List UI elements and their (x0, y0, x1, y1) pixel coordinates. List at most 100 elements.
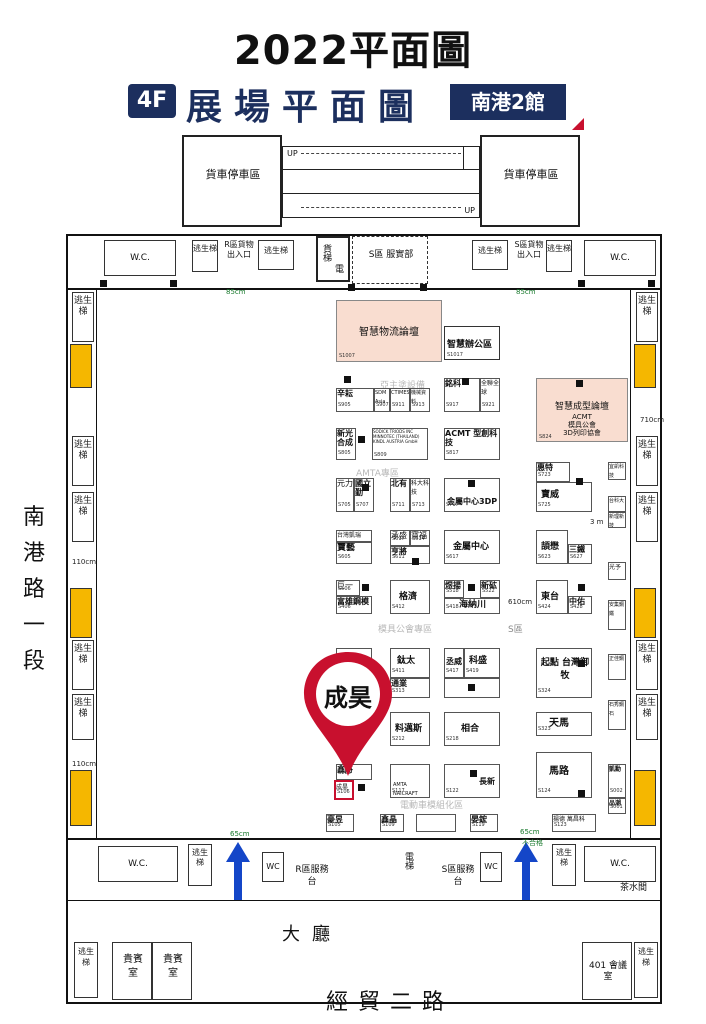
booth-name: 正佳鋼 (609, 656, 625, 662)
booth-num: S406 (338, 604, 351, 610)
booth-num: S617 (392, 536, 405, 542)
stair-south-2-label: 逃生梯 (556, 848, 572, 867)
stair-north-r2: 逃生梯 (546, 240, 572, 272)
booth-num: S106 (337, 789, 350, 795)
stair-right-2-label: 逃生梯 (637, 440, 656, 461)
booth-name: 承盛 (391, 531, 407, 540)
booth-name: 馬路 (549, 766, 569, 777)
dim-110-a: 110cm (72, 558, 97, 566)
dim-110-b: 110cm (72, 760, 97, 768)
stair-left-5-label: 逃生梯 (73, 698, 92, 719)
wc-south-small-1: WC (262, 852, 284, 882)
pillar (576, 478, 583, 485)
stair-left-2: 逃生梯 (72, 436, 94, 486)
dim-85-right: 85cm (516, 288, 536, 296)
booth: 銘科 S917 (444, 378, 480, 412)
stair-right-4: 逃生梯 (636, 640, 658, 690)
freight-elevator-label: 貨梯 (321, 244, 331, 262)
stair-south-1-label: 逃生梯 (192, 848, 208, 867)
booth-num: S917 (446, 402, 459, 408)
hall-badge: 南港2館 (450, 84, 566, 120)
not-fit-label: 不合格 (522, 839, 543, 847)
booth-name: 新光合成 (337, 429, 353, 447)
ramp: UP UP (282, 146, 480, 218)
booth-num: S122 (446, 788, 459, 794)
south-wall (66, 1002, 662, 1004)
molding-forum: 智慧成型論壇 ACMT 模具公會 3D列印協會 S824 (536, 378, 628, 442)
wc-south-small-2-label: WC (484, 862, 498, 871)
pillar (348, 284, 355, 291)
booth-num: S711 (392, 502, 405, 508)
pillar (362, 484, 369, 491)
wc-north-left: W.C. (104, 240, 176, 276)
stair-north-l2-label: 逃生梯 (264, 246, 288, 255)
booth-name: 安集鋼鐵 (609, 602, 625, 617)
stair-right-1-label: 逃生梯 (637, 296, 656, 317)
stair-north-l1-label: 逃生梯 (193, 244, 217, 253)
entrance-arrow-icon (514, 842, 538, 900)
booth: SODICK TRIODS INC MINNOTEC (THAILAND) KI… (372, 428, 428, 460)
booth-num: S522 (482, 588, 495, 594)
booth: 石秀鋼石 (608, 700, 626, 730)
booth-name: 惠特 (537, 463, 553, 472)
stair-south-1: 逃生梯 (188, 844, 212, 886)
wc-south-small-1-label: WC (266, 862, 280, 871)
logistics-forum-num: S1007 (339, 353, 355, 359)
booth-num: S617 (446, 554, 459, 560)
booth-name: 鑫將 (337, 765, 353, 774)
dim-85-left: 85cm (226, 288, 246, 296)
pillar (344, 376, 351, 383)
road-bottom: 經貿二路 (326, 990, 455, 1015)
booth-num: S001 (610, 804, 623, 810)
pillar (420, 284, 427, 291)
dim-710: 710cm (640, 416, 665, 424)
yellow-bar-left-1 (70, 344, 92, 388)
stair-north-r1: 逃生梯 (472, 240, 508, 270)
stair-south-3-label: 逃生梯 (78, 947, 94, 967)
booth-num: S419 (466, 668, 479, 674)
booth-name: 揚德 萬昌科 (553, 816, 585, 823)
booth-name: 豪昱 (327, 815, 343, 824)
booth-name: 金屬中心 (453, 542, 490, 552)
booth-name: 起點 台灣御牧 (540, 658, 590, 681)
booth: 宜凱科技 (608, 462, 626, 480)
booth: 台灣凱瑞 (336, 530, 372, 542)
booth-name: 新理新技 (609, 514, 625, 528)
booth: 台科大 (608, 496, 626, 512)
yellow-bar-right-3 (634, 770, 656, 826)
booth-name: 全聯全球 (481, 380, 500, 396)
booth-name: 海納川 (459, 600, 487, 610)
booth: 安集鋼鐵 (608, 600, 626, 630)
booth-num: S725 (538, 502, 551, 508)
booth-num: S713 (412, 502, 425, 508)
booth-name: 銘科 (445, 379, 461, 388)
booth-name: 亨將 (391, 547, 407, 556)
lobby-label: 大廳 (282, 924, 342, 945)
booth-num: S921 (482, 402, 495, 408)
booth: 國立勤S707 (354, 478, 374, 512)
booth-name: CTIMES (391, 390, 410, 396)
s-zone-office-label: S區 服實部 (368, 250, 414, 260)
ev-zone-label: 電動車模組化區 (400, 801, 464, 811)
booth-num: S805 (338, 450, 351, 456)
booth-num: S717 (446, 502, 459, 508)
stair-left-1: 逃生梯 (72, 292, 94, 342)
booth-num: S428 (570, 604, 583, 610)
vip-room-2: 貴賓室 (152, 942, 192, 1000)
